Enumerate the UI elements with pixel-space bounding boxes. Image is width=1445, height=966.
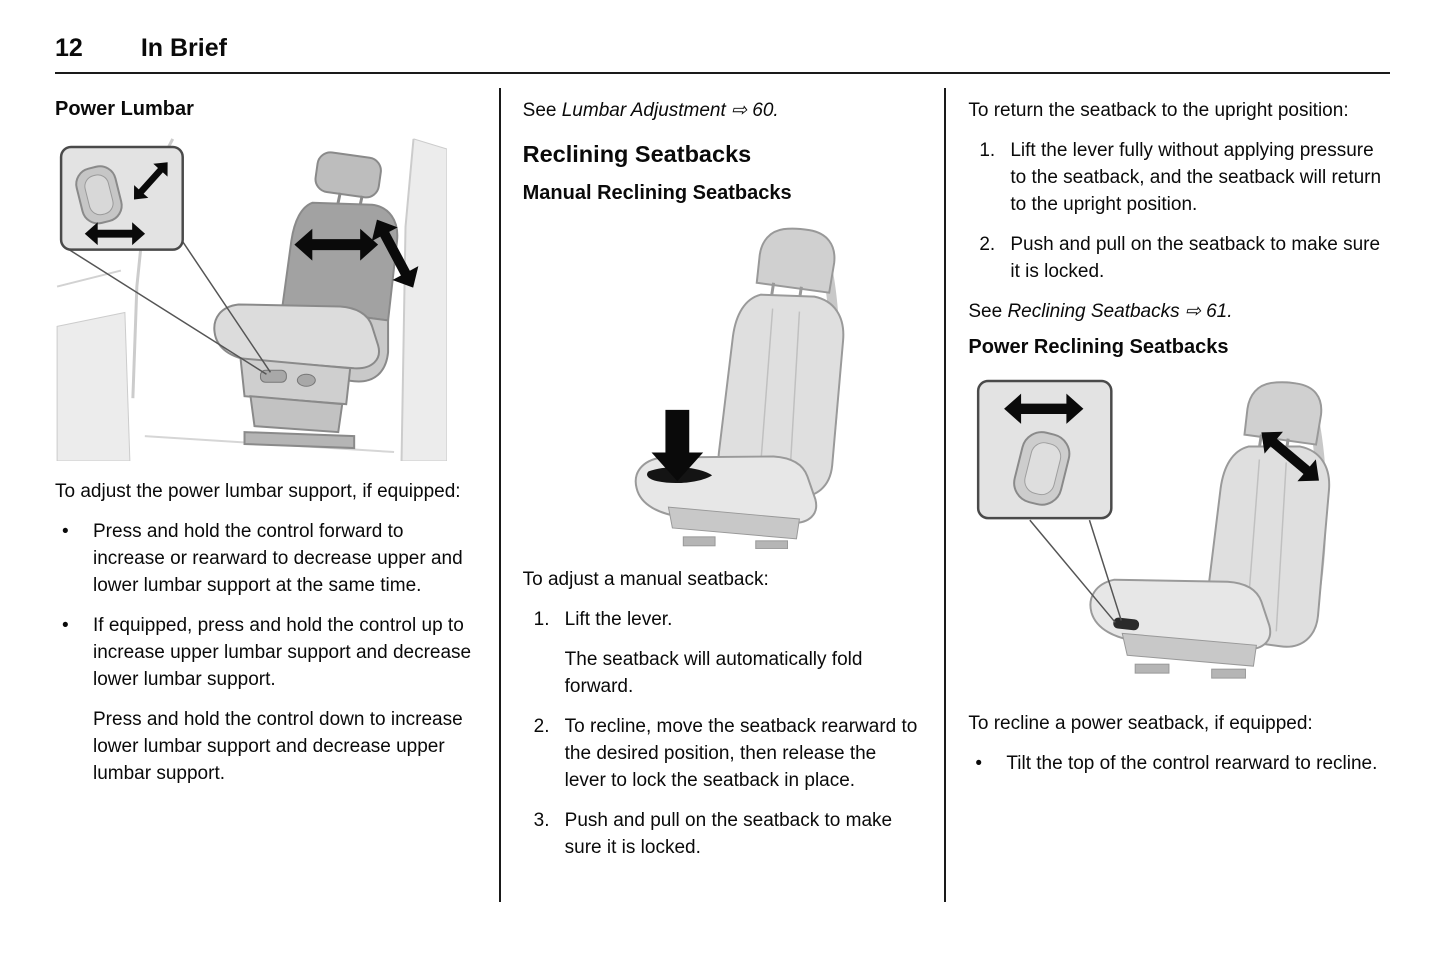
seatback-diagonal-arrow-icon: [371, 219, 419, 288]
bullet-marker-icon: [55, 519, 93, 600]
power-reclining-subheading: Power Reclining Seatbacks: [968, 335, 1229, 358]
power-lumbar-intro: To adjust the power lumbar support, if e…: [55, 481, 461, 502]
see-link: Lumbar Adjustment: [561, 100, 726, 121]
power-lumbar-heading: Power Lumbar: [55, 98, 194, 120]
bullet-item: Press and hold the control forward to in…: [55, 519, 477, 600]
step-item: 2. Push and pull on the seatback to make…: [968, 232, 1390, 286]
manual-seatback-intro: To adjust a manual seatback:: [522, 568, 769, 590]
inset-diagonal-arrow-icon: [133, 162, 168, 200]
step-item: 2. To recline, move the seatback rearwar…: [523, 714, 923, 795]
page-header: 12 In Brief: [55, 34, 1390, 74]
inset-horizontal-arrow-icon: [84, 222, 146, 246]
see-reference: See Lumbar Adjustment ⇨ 60.: [523, 98, 923, 125]
step-item: 1. Lift the lever. The seatback will aut…: [523, 607, 923, 701]
step-number: 1.: [979, 139, 996, 161]
column-divider: [944, 88, 947, 902]
manual-reclining-seat-illustration: [634, 227, 844, 549]
step-text: Lift the lever fully without applying pr…: [1010, 139, 1382, 215]
step-number: 1.: [533, 608, 550, 630]
bullet-marker-icon: [968, 751, 1006, 778]
power-lumbar-seat-illustration: [56, 138, 447, 461]
step-number: 2.: [979, 233, 996, 255]
step-text: To recline, move the seatback rearward t…: [564, 715, 918, 791]
see-prefix: See: [522, 100, 562, 121]
step-text: Push and pull on the seatback to make su…: [1010, 233, 1381, 282]
manual-page: 12 In Brief Power Lumbar: [0, 0, 1445, 902]
step-text-line: Lift the lever.: [564, 608, 673, 630]
step-text: Lift the lever. The seatback will automa…: [565, 607, 923, 701]
manual-reclining-figure: [523, 221, 923, 549]
column-power-reclining: To return the seatback to the upright po…: [946, 88, 1390, 902]
step-number: 3.: [533, 809, 550, 831]
see-prefix: See: [968, 300, 1008, 322]
bullet-text: Press and hold the control forward to in…: [93, 520, 463, 596]
lever-down-arrow-icon: [651, 409, 703, 482]
reclining-seatbacks-heading: Reclining Seatbacks: [522, 140, 752, 167]
column-power-lumbar: Power Lumbar: [55, 88, 499, 902]
lumbar-control-inset: [59, 145, 184, 251]
recline-control-inset: [977, 379, 1113, 520]
callout-leader-line: [1029, 519, 1123, 623]
seatback-diagonal-arrow-icon: [1261, 431, 1320, 482]
bullet-item: If equipped, press and hold the control …: [55, 613, 477, 694]
power-reclining-seat-illustration: [977, 379, 1331, 679]
see-link: Reclining Seatbacks: [1007, 300, 1180, 322]
bullet-item: Tilt the top of the control rearward to …: [968, 751, 1390, 778]
page-number: 12: [55, 34, 83, 62]
seatback-horizontal-arrow-icon: [294, 228, 379, 261]
bullet-text: If equipped, press and hold the control …: [93, 614, 472, 690]
see-suffix: ⇨ 61.: [1179, 300, 1233, 322]
inset-horizontal-arrow-icon: [1004, 393, 1084, 424]
bullet-text: Tilt the top of the control rearward to …: [1006, 752, 1378, 774]
section-title: In Brief: [140, 34, 227, 62]
step-item: 3. Push and pull on the seatback to make…: [523, 808, 923, 862]
column-reclining-seatbacks: See Lumbar Adjustment ⇨ 60. Reclining Se…: [501, 88, 945, 902]
column-divider: [498, 88, 501, 902]
power-reclining-figure: [968, 375, 1390, 693]
see-suffix: ⇨ 60.: [725, 100, 779, 121]
upright-intro: To return the seatback to the upright po…: [968, 100, 1349, 121]
seat-control: [1113, 617, 1140, 631]
content-columns: Power Lumbar: [55, 88, 1390, 902]
bullet-marker-icon: [55, 613, 93, 694]
seat-control: [259, 369, 287, 383]
power-lumbar-continuation: Press and hold the control down to incre…: [93, 708, 463, 784]
step-number: 2.: [533, 715, 550, 737]
seat-side-view: [213, 151, 399, 450]
manual-reclining-subheading: Manual Reclining Seatbacks: [522, 181, 792, 204]
callout-leader-line: [68, 238, 272, 375]
power-recline-intro: To recline a power seatback, if equipped…: [968, 712, 1313, 734]
power-lumbar-figure: [55, 137, 477, 461]
step-item: 1. Lift the lever fully without applying…: [968, 138, 1390, 219]
see-reference: See Reclining Seatbacks ⇨ 61.: [968, 299, 1390, 326]
step-text-line2: The seatback will automatically fold for…: [564, 648, 863, 697]
step-text: Push and pull on the seatback to make su…: [564, 809, 893, 858]
